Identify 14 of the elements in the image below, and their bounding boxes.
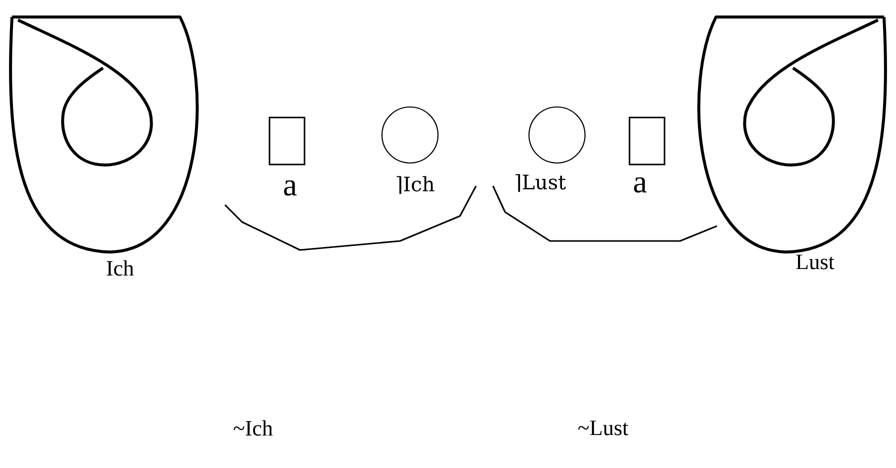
label: ~Lust <box>578 420 628 436</box>
symbol-label: Ich <box>106 260 134 276</box>
symbol-label: Lust <box>796 254 834 270</box>
circle-symbol <box>381 106 439 164</box>
symbol-label: ⌉Ich <box>396 176 434 194</box>
circle-symbol <box>528 106 586 164</box>
rectangle-symbol <box>268 116 306 166</box>
symbol-label: ⌉Lust <box>516 174 566 192</box>
symbol-label: a <box>284 180 297 196</box>
teardrop-drawing <box>9 16 199 254</box>
symbol-label: a <box>634 177 647 193</box>
label: ~Ich <box>234 420 273 436</box>
rectangle-symbol <box>628 116 666 166</box>
teardrop-drawing <box>697 16 887 254</box>
